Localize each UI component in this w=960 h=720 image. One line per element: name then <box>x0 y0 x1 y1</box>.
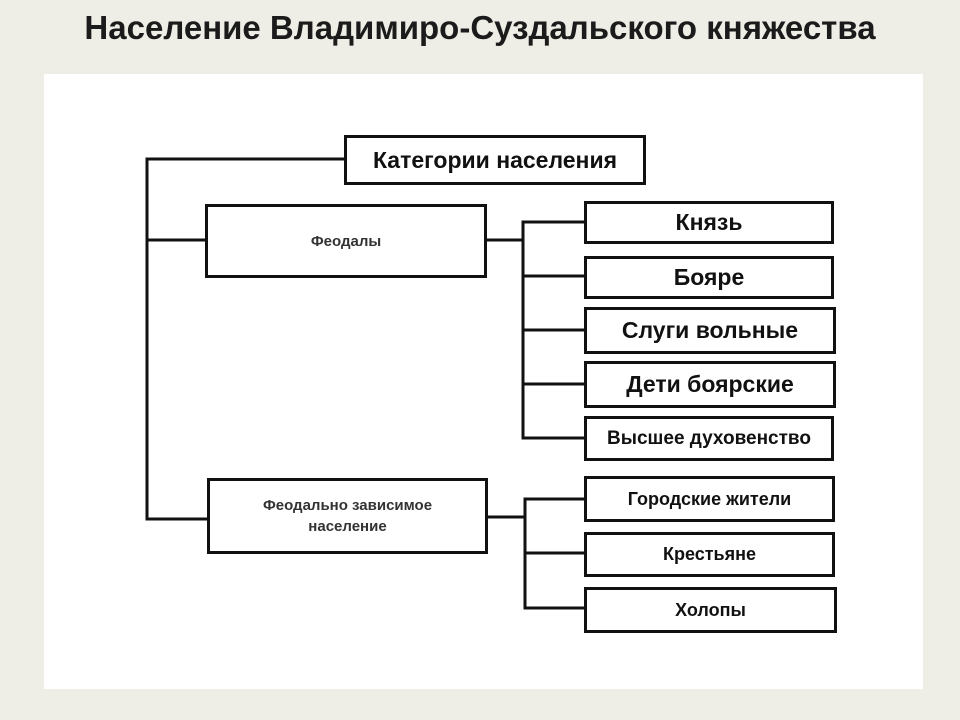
member-box-boyars: Бояре <box>584 256 834 299</box>
group-box-dependent: Феодально зависимое население <box>207 478 488 554</box>
member-box-boyar-children: Дети боярские <box>584 361 836 408</box>
member-box-prince: Князь <box>584 201 834 244</box>
member-label: Высшее духовенство <box>607 427 811 449</box>
member-label: Дети боярские <box>626 371 794 397</box>
root-label: Категории населения <box>372 146 618 173</box>
member-label: Холопы <box>675 599 746 620</box>
member-label: Городские жители <box>627 488 792 509</box>
member-label: Бояре <box>673 264 745 290</box>
member-box-high-clergy: Высшее духовенство <box>584 416 834 461</box>
slide-title: Население Владимиро-Суздальского княжест… <box>84 9 876 46</box>
member-box-peasants: Крестьяне <box>584 532 835 577</box>
member-box-serfs: Холопы <box>584 587 837 633</box>
group-box-feudals: Феодалы <box>205 204 487 278</box>
group-label-feudals: Феодалы <box>310 232 382 250</box>
member-box-townspeople: Городские жители <box>584 476 835 522</box>
root-connector <box>145 157 346 521</box>
member-label: Князь <box>675 209 743 235</box>
group-label-dependent: Феодально зависимое население <box>262 497 433 535</box>
member-label: Крестьяне <box>662 544 757 564</box>
member-label: Слуги вольные <box>621 317 799 343</box>
root-box: Категории населения <box>344 135 646 185</box>
member-box-free-servants: Слуги вольные <box>584 307 836 354</box>
